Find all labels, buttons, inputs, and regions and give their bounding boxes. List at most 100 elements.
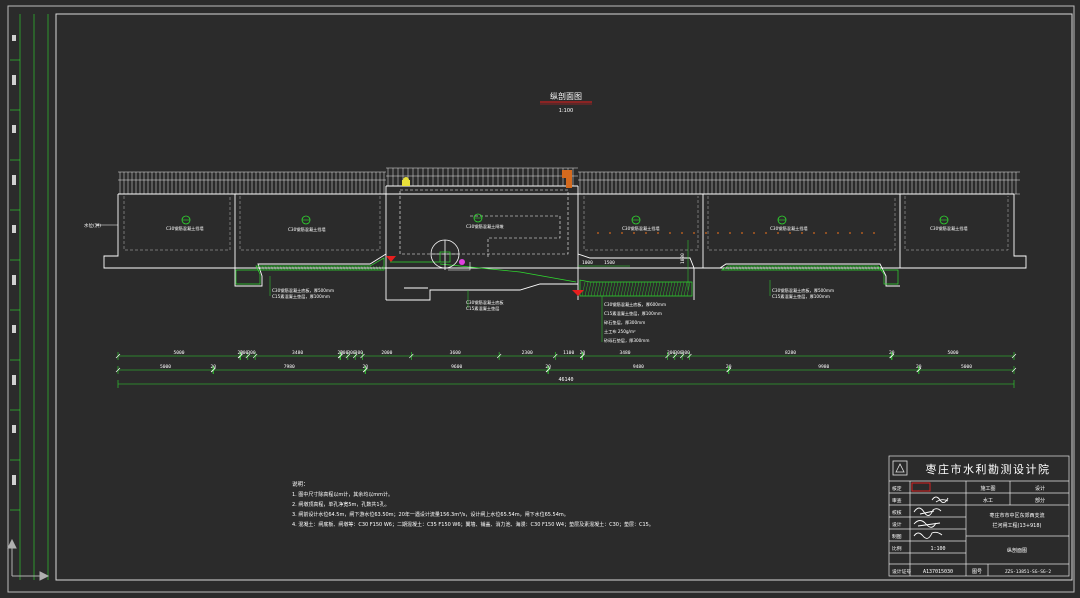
hatch-stroke — [602, 281, 607, 297]
section-labels: C30钢筋混凝土挡墙 C30钢筋混凝土挡墙 C30钢筋混凝土闸墩 C30钢筋混凝… — [166, 223, 968, 233]
dimension-slash — [916, 367, 922, 373]
svg-text:1500: 1500 — [604, 260, 615, 266]
hatch-stroke — [835, 265, 840, 271]
dimension-value: 20 — [726, 364, 732, 370]
hatch-stroke — [617, 281, 622, 297]
dimension-slash — [211, 367, 216, 373]
dimension-value: 20 — [210, 364, 216, 370]
rebar-symbols — [181, 213, 949, 225]
dimension-value: 300 — [240, 350, 249, 356]
seepage-dot — [633, 232, 635, 234]
svg-text:1000: 1000 — [582, 260, 593, 266]
svg-text:部分: 部分 — [1035, 497, 1045, 504]
seepage-dot — [873, 232, 875, 234]
hatch-stroke — [587, 281, 592, 297]
dimension-value: 2000 — [381, 350, 392, 356]
svg-text:C30钢筋混凝土挡墙: C30钢筋混凝土挡墙 — [930, 225, 968, 232]
hatch-stroke — [668, 281, 673, 297]
hatch-stroke — [596, 281, 601, 297]
svg-text:C15素混凝土垫层，厚100mm: C15素混凝土垫层，厚100mm — [772, 293, 830, 300]
hatch-stroke — [283, 265, 288, 271]
hatch-stroke — [674, 281, 679, 297]
svg-text:C30钢筋混凝土底板，厚600mm: C30钢筋混凝土底板，厚600mm — [604, 301, 666, 308]
annotation-leaders — [269, 276, 771, 342]
hatch-stroke — [581, 281, 586, 297]
dimension-value: 300 — [674, 350, 683, 356]
binding-strip — [10, 14, 49, 580]
dimension-slash — [687, 353, 692, 359]
hatch-stroke — [745, 265, 750, 271]
hatch-stroke — [805, 265, 810, 271]
hatch-stroke — [262, 265, 267, 271]
dimension-slash — [237, 353, 243, 359]
seepage-dot — [621, 232, 623, 234]
hatch-stroke — [611, 281, 616, 297]
hatch-stroke — [358, 265, 363, 271]
railing-balusters — [119, 168, 1017, 194]
dimension-slash — [338, 353, 343, 359]
hatch-stroke — [802, 265, 807, 271]
hatch-stroke — [826, 265, 831, 271]
hatch-stroke — [599, 281, 604, 297]
hoist-device — [402, 177, 410, 186]
hatch-stroke — [352, 265, 357, 271]
dimension-value: 9980 — [818, 364, 829, 370]
seepage-dot — [849, 232, 851, 234]
hatch-stroke — [277, 265, 282, 271]
hatch-stroke — [620, 281, 625, 297]
seepage-dot — [693, 232, 695, 234]
water-level-markers — [96, 224, 584, 296]
hatch-stroke — [316, 265, 321, 271]
hatch-stroke — [608, 281, 613, 297]
hatch-stroke — [584, 281, 589, 297]
svg-text:核定: 核定 — [892, 485, 902, 492]
drawing-scale: 1:100 — [559, 108, 573, 114]
dimension-value: 300 — [340, 350, 349, 356]
hatch-stroke — [325, 265, 330, 271]
hatch-stroke — [733, 265, 738, 271]
dimension-value: 300 — [347, 350, 356, 356]
hatch-stroke — [331, 265, 336, 271]
hatch-stroke — [355, 265, 360, 271]
dimension-value: 3600 — [450, 350, 461, 356]
hatch-stroke — [868, 265, 873, 271]
hatch-stroke — [659, 281, 664, 297]
hatch-stroke — [295, 265, 300, 271]
seepage-dot — [801, 232, 803, 234]
dimension-slash — [579, 353, 585, 359]
hatch-stroke — [623, 281, 628, 297]
svg-text:土工布 250g/m²: 土工布 250g/m² — [604, 328, 636, 335]
hatch-stroke — [790, 265, 795, 271]
title-stage: 施工图 设计 水工 部分 枣庄市市中区东郊西支流 拦河闸工程(13+918) 纵… — [972, 485, 1045, 575]
hatch-stroke — [811, 265, 816, 271]
seepage-dot — [825, 232, 827, 234]
hatch-stroke — [680, 281, 685, 297]
seepage-dot — [753, 232, 755, 234]
dimension-value: 20 — [363, 364, 369, 370]
hatch-stroke — [787, 265, 792, 271]
gate-mechanism — [430, 239, 471, 271]
dimension-slash — [238, 353, 243, 359]
dimension-value: 300 — [682, 350, 691, 356]
svg-text:C30钢筋混凝土闸墩: C30钢筋混凝土闸墩 — [466, 223, 504, 230]
cert-no: A137015030 — [923, 569, 953, 575]
note-2: 2. 闸墩顶高程，单孔净宽5m，孔数共1孔。 — [292, 501, 390, 508]
hatch-stroke — [361, 265, 366, 271]
dimension-value: 20 — [580, 350, 586, 356]
svg-text:图号: 图号 — [972, 569, 982, 575]
seepage-dot — [765, 232, 767, 234]
dimension-value: 5000 — [961, 364, 972, 370]
hatch-stroke — [289, 265, 294, 271]
hatch-stroke — [373, 265, 378, 271]
hatch-stroke — [814, 265, 819, 271]
svg-text:砂砾石垫层，厚300mm: 砂砾石垫层，厚300mm — [604, 337, 649, 344]
hatch-stroke — [686, 281, 691, 297]
seepage-dot — [741, 232, 743, 234]
notes-heading: 说明： — [292, 480, 309, 488]
svg-text:纵剖面图: 纵剖面图 — [1007, 547, 1027, 554]
dimension-value: 1100 — [563, 350, 574, 356]
